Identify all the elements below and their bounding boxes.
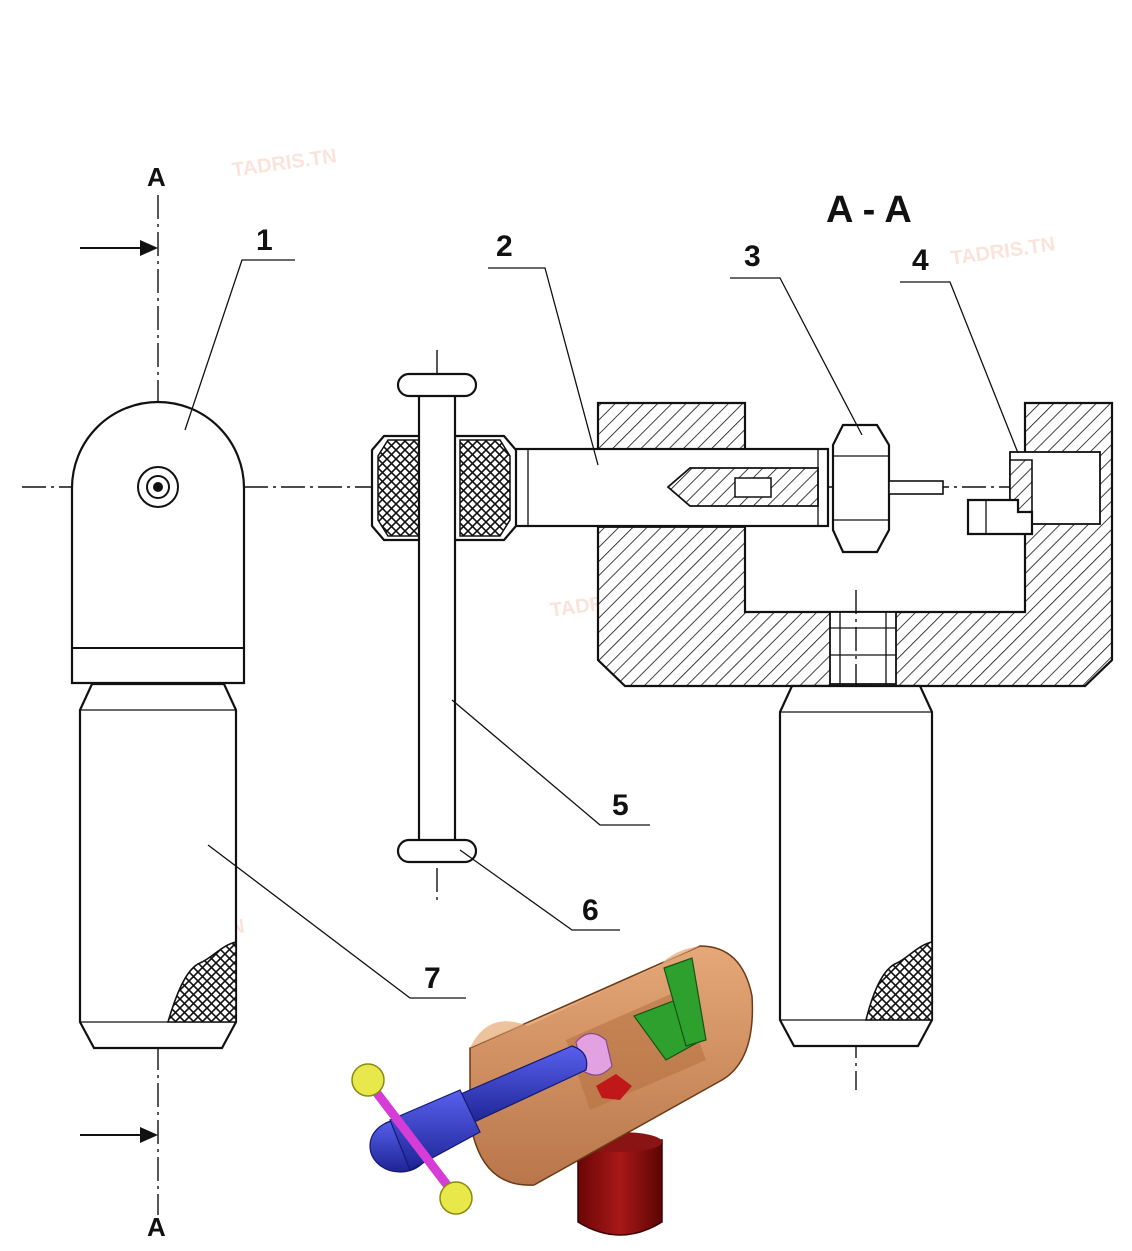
handle-cylinder-right — [778, 684, 934, 1048]
label-part-3: 3 — [744, 240, 761, 273]
label-part-1: 1 — [256, 224, 273, 257]
section-arrow-bottom — [140, 1127, 158, 1143]
part-labels: 1 2 3 4 5 6 7 — [256, 224, 929, 995]
render-cut — [596, 1074, 632, 1100]
pivot-circle-outer — [137, 466, 179, 508]
section-arrow-top — [140, 240, 158, 256]
left-view: A A — [22, 162, 370, 1242]
section-mark-top: A — [147, 162, 166, 192]
handle-cylinder-left — [78, 682, 238, 1050]
watermark-1: TADRIS.TN — [231, 145, 338, 181]
label-part-2: 2 — [496, 230, 513, 263]
bar-end-bottom — [396, 838, 478, 864]
knurl-left — [166, 941, 237, 1023]
bar-rod — [417, 390, 457, 854]
section-mark-bottom: A — [147, 1212, 166, 1242]
render-knob-top — [351, 1063, 385, 1097]
render-knob-bottom — [439, 1181, 473, 1215]
tommy-bar — [396, 350, 478, 900]
section-title: A - A — [826, 189, 912, 231]
label-part-7: 7 — [424, 962, 441, 995]
jaw-block — [966, 498, 1034, 536]
render-screw — [455, 1045, 588, 1125]
render-3d — [351, 945, 754, 1236]
pivot-circle-inner — [146, 475, 170, 499]
render-rod — [365, 1079, 459, 1199]
bar-end-top — [396, 372, 478, 398]
label-part-6: 6 — [582, 894, 599, 927]
leaders — [184, 259, 1019, 999]
knurl-right — [864, 941, 933, 1021]
label-part-4: 4 — [912, 244, 929, 277]
label-part-5: 5 — [612, 789, 629, 822]
watermark-2: TADRIS.TN — [949, 233, 1056, 269]
nut — [831, 423, 891, 554]
pin — [888, 480, 944, 495]
render-column — [577, 1139, 663, 1236]
section-view: A - A — [370, 189, 1114, 1090]
head-part — [70, 400, 246, 685]
